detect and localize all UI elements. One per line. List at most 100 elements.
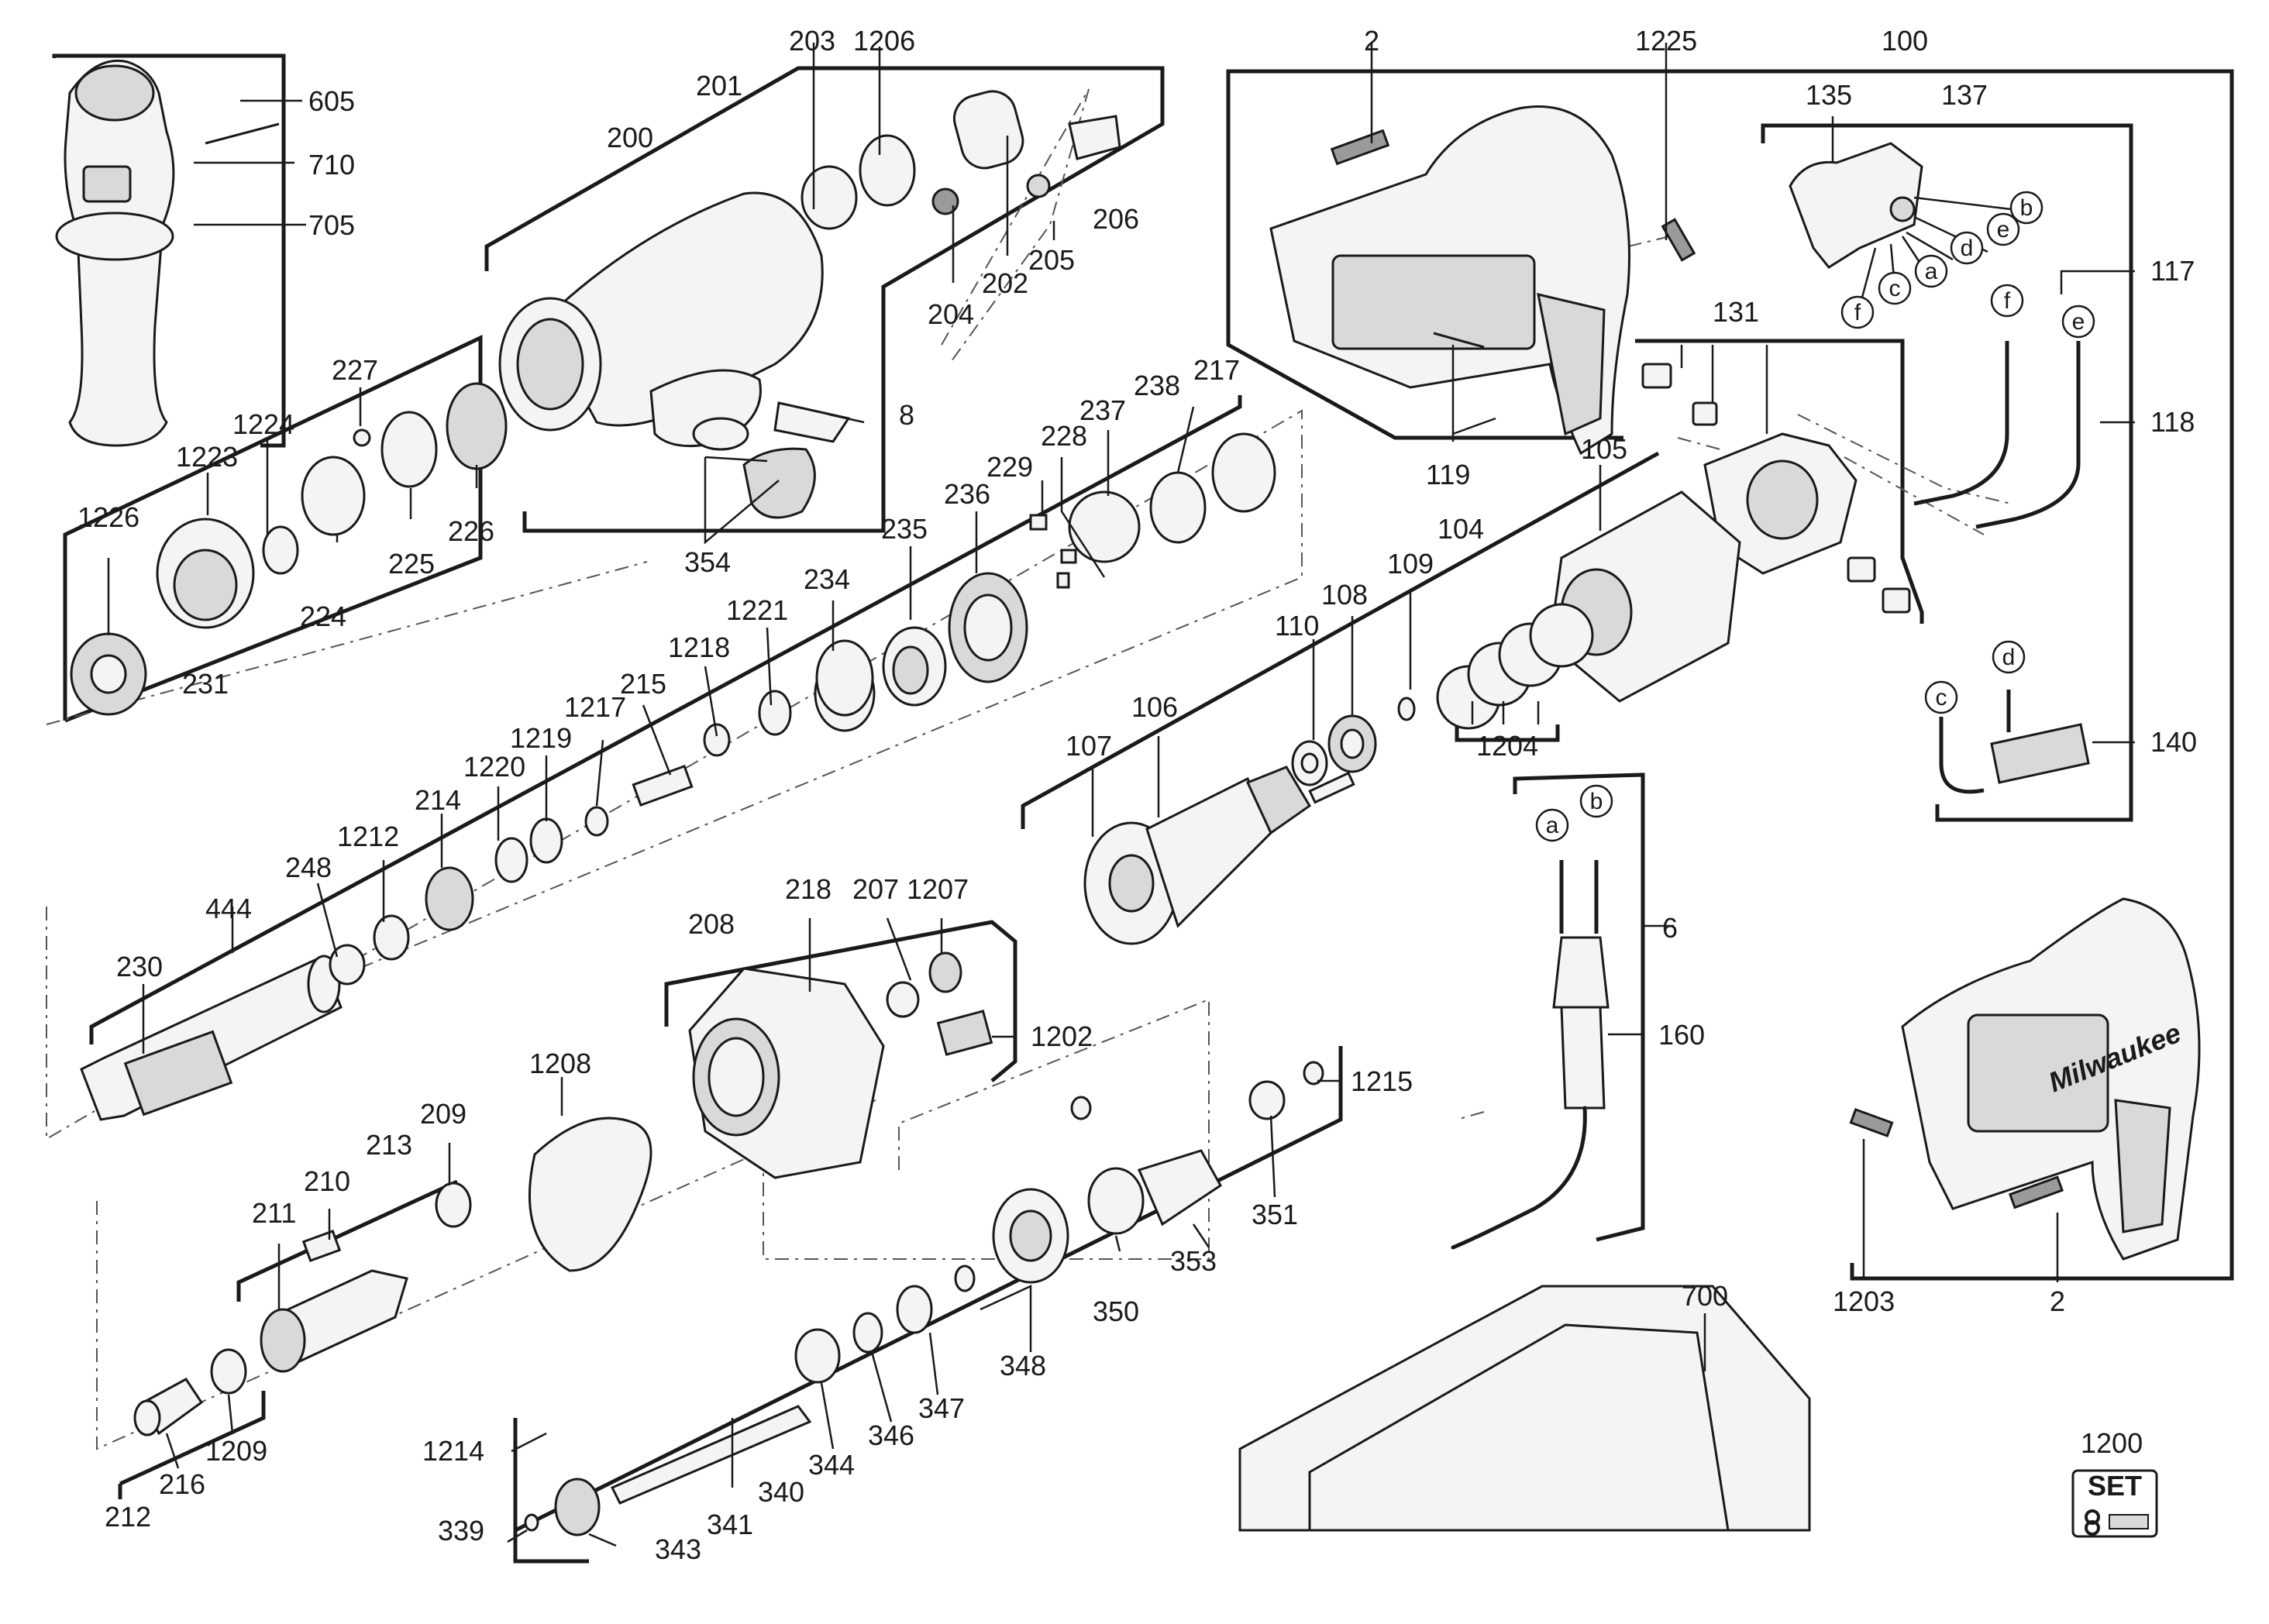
svg-text:e: e (2072, 309, 2085, 335)
label-1209: 1209 (205, 1435, 267, 1467)
label-444: 444 (205, 893, 252, 924)
label-6: 6 (1662, 912, 1678, 944)
connector-sw-d: d (1950, 231, 1984, 265)
svg-text:b: b (1590, 789, 1603, 814)
part-number-labels: 605 710 705 200 201 203 1206 206 205 202… (77, 25, 2197, 1565)
label-226: 226 (448, 515, 494, 547)
label-208: 208 (688, 908, 735, 940)
label-347: 347 (918, 1392, 965, 1424)
label-339: 339 (438, 1515, 484, 1547)
label-231: 231 (182, 668, 229, 700)
label-1214: 1214 (422, 1435, 484, 1467)
field-coil-drawing (1397, 490, 1741, 730)
connector-sw-a: a (1914, 254, 1948, 288)
label-1223: 1223 (176, 441, 238, 473)
motor-housing-drawing (528, 967, 885, 1272)
label-1206: 1206 (853, 25, 915, 57)
connector-cap-d: d (1992, 640, 2026, 674)
cord-drawing (1451, 860, 1610, 1250)
connector-cap-c: c (1924, 680, 1958, 714)
housing-half-right-drawing: Milwaukee (1849, 897, 2201, 1261)
label-234: 234 (804, 563, 850, 595)
label-230: 230 (116, 951, 163, 982)
connector-sw-c: c (1878, 271, 1912, 305)
label-237: 237 (1079, 394, 1126, 426)
label-605: 605 (308, 85, 355, 117)
label-710: 710 (308, 149, 355, 181)
label-205: 205 (1028, 244, 1075, 276)
label-202: 202 (982, 267, 1028, 299)
label-1202: 1202 (1031, 1020, 1093, 1052)
label-160: 160 (1658, 1019, 1705, 1051)
label-108: 108 (1321, 579, 1368, 611)
label-354: 354 (684, 546, 731, 578)
label-341: 341 (707, 1509, 753, 1540)
label-210: 210 (304, 1165, 350, 1197)
label-217: 217 (1193, 354, 1240, 386)
label-137: 137 (1941, 79, 1988, 111)
svg-text:c: c (1889, 276, 1901, 301)
label-117: 117 (2150, 255, 2195, 287)
label-131: 131 (1713, 296, 1759, 328)
label-1220: 1220 (463, 751, 525, 783)
label-1203: 1203 (1833, 1285, 1895, 1317)
group-frames (52, 53, 2234, 1564)
connector-circles: b e d a c f f e c d a b (1535, 191, 2095, 842)
housing-half-drawing (1269, 105, 1696, 456)
label-1225: 1225 (1635, 25, 1697, 57)
label-218: 218 (785, 873, 832, 905)
svg-text:d: d (1961, 236, 1974, 261)
label-204: 204 (928, 298, 974, 330)
label-1226: 1226 (77, 501, 139, 533)
label-351: 351 (1252, 1199, 1298, 1230)
capacitor-drawing (1939, 690, 2090, 794)
label-107: 107 (1066, 730, 1112, 762)
label-1204: 1204 (1476, 730, 1538, 762)
svg-text:b: b (2020, 195, 2033, 221)
label-212: 212 (105, 1501, 151, 1533)
lower-gears-drawing (524, 1061, 1324, 1536)
label-1200: 1200 (2081, 1427, 2143, 1459)
label-1218: 1218 (668, 631, 730, 663)
set-badge: SET (2071, 1469, 2158, 1538)
label-214: 214 (415, 784, 461, 816)
connector-cord-b: b (1579, 784, 1613, 818)
label-140: 140 (2150, 726, 2197, 758)
label-1224: 1224 (232, 408, 294, 440)
label-225: 225 (388, 548, 435, 580)
label-1217: 1217 (564, 691, 626, 723)
label-229: 229 (986, 451, 1033, 483)
label-110: 110 (1275, 610, 1319, 642)
label-340: 340 (758, 1476, 804, 1508)
label-201: 201 (696, 70, 742, 102)
svg-text:a: a (1925, 259, 1938, 284)
brush-holder-drawing (1641, 363, 1911, 614)
label-228: 228 (1041, 420, 1087, 452)
side-handle-drawing (55, 59, 280, 447)
label-1221: 1221 (726, 594, 788, 626)
label-206: 206 (1093, 203, 1139, 235)
label-200: 200 (607, 122, 653, 153)
label-1212: 1212 (337, 821, 399, 852)
label-1215: 1215 (1351, 1065, 1413, 1097)
label-344: 344 (808, 1449, 855, 1481)
svg-text:a: a (1546, 813, 1559, 838)
label-8: 8 (899, 399, 914, 431)
label-348: 348 (1000, 1350, 1046, 1381)
svg-text:c: c (1936, 685, 1947, 710)
spindle-drawing (80, 639, 874, 1121)
set-badge-text: SET (2088, 1470, 2142, 1502)
chuck-drawing (133, 1182, 472, 1436)
label-209: 209 (420, 1098, 467, 1130)
label-350: 350 (1093, 1295, 1139, 1327)
svg-text:d: d (2002, 645, 2016, 670)
label-1208: 1208 (529, 1048, 591, 1079)
label-353: 353 (1170, 1245, 1217, 1277)
armature-drawing (886, 714, 1377, 1056)
svg-text:f: f (1854, 300, 1861, 325)
label-213: 213 (366, 1129, 412, 1161)
label-203: 203 (789, 25, 835, 57)
label-135: 135 (1806, 79, 1852, 111)
connector-sw-b: b (2009, 191, 2043, 225)
connector-sw-e: e (1986, 212, 2020, 246)
